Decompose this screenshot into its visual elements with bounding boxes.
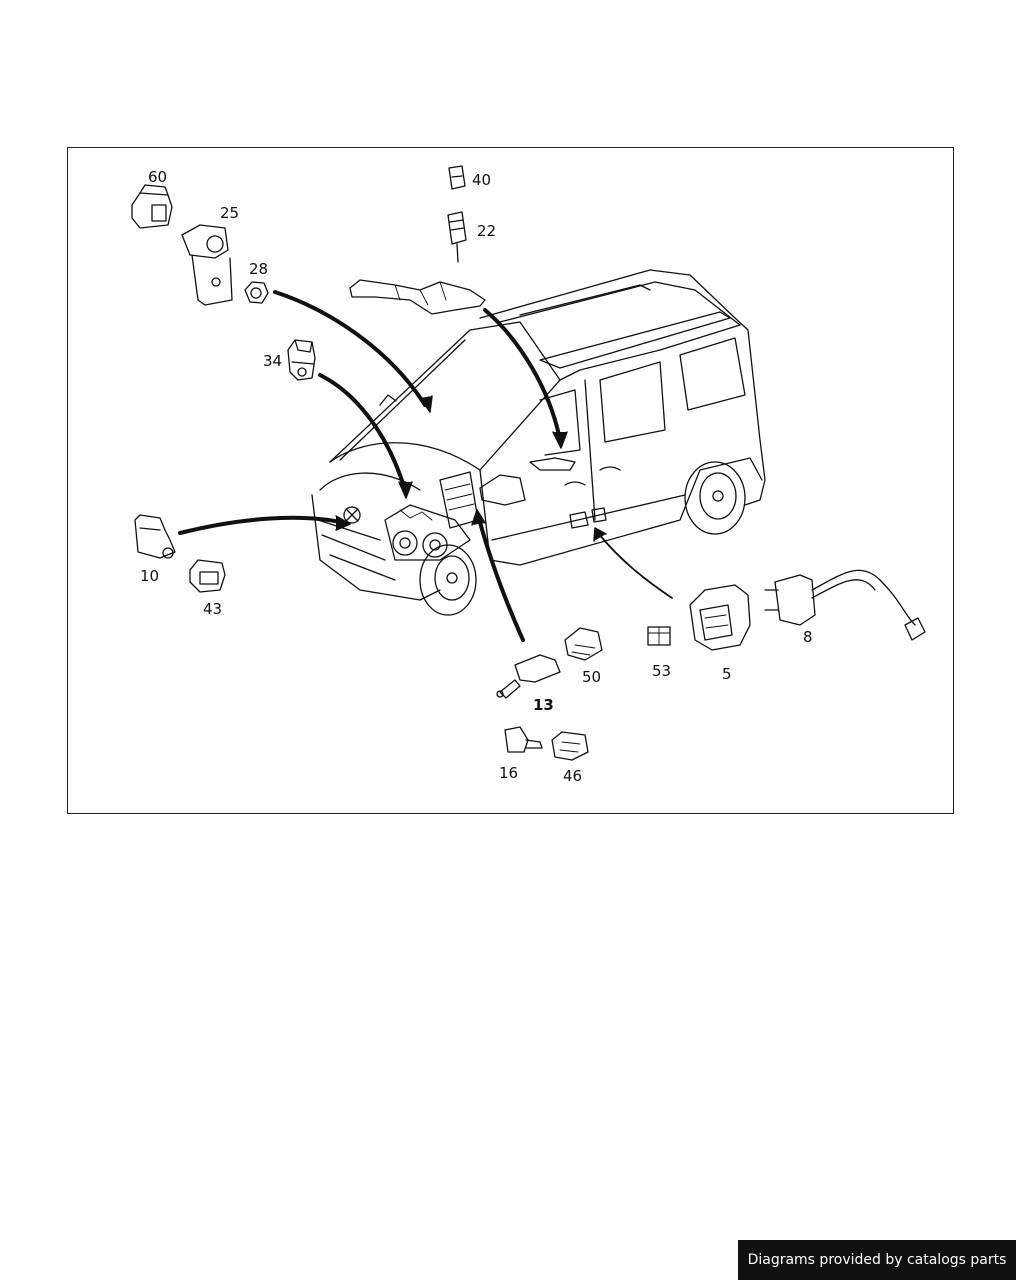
callout-8: 8 [803,628,813,646]
part-28-nut-icon [244,281,269,304]
callout-labels: 60 25 28 34 40 22 10 43 50 13 16 46 53 5… [140,168,813,785]
callout-5: 5 [722,665,732,683]
callout-13: 13 [533,696,554,714]
callout-53: 53 [652,662,671,680]
part-40-plug-icon [448,165,466,190]
callout-46: 46 [563,767,582,785]
part-10-switch-housing-icon [134,514,176,559]
part-5-window-switch-icon [689,584,751,651]
part-43-connector-icon [189,559,226,593]
part-13-brake-switch-icon [496,654,561,699]
callout-34: 34 [263,352,282,370]
part-22-switch-icon [447,211,467,263]
callout-16: 16 [499,764,518,782]
van-illustration [311,269,766,616]
part-34-actuator-icon [287,339,316,381]
callout-25: 25 [220,204,239,222]
part-25-sensor-bracket-icon [181,224,233,306]
callout-60: 60 [148,168,167,186]
part-60-connector-icon [131,184,173,229]
part-46-connector-icon [551,731,589,761]
callout-50: 50 [582,668,601,686]
pointer-arrows [178,290,673,642]
callout-10: 10 [140,567,159,585]
callout-28: 28 [249,260,268,278]
part-16-switch-icon [504,726,543,753]
door-lock-linkage-icon [349,279,486,315]
part-8-harness-switch-icon [764,569,926,641]
part-50-connector-icon [564,627,603,661]
callout-40: 40 [472,171,491,189]
watermark-banner: Diagrams provided by catalogs parts [738,1240,1016,1280]
callout-22: 22 [477,222,496,240]
callout-43: 43 [203,600,222,618]
part-53-connector-icon [647,626,671,646]
